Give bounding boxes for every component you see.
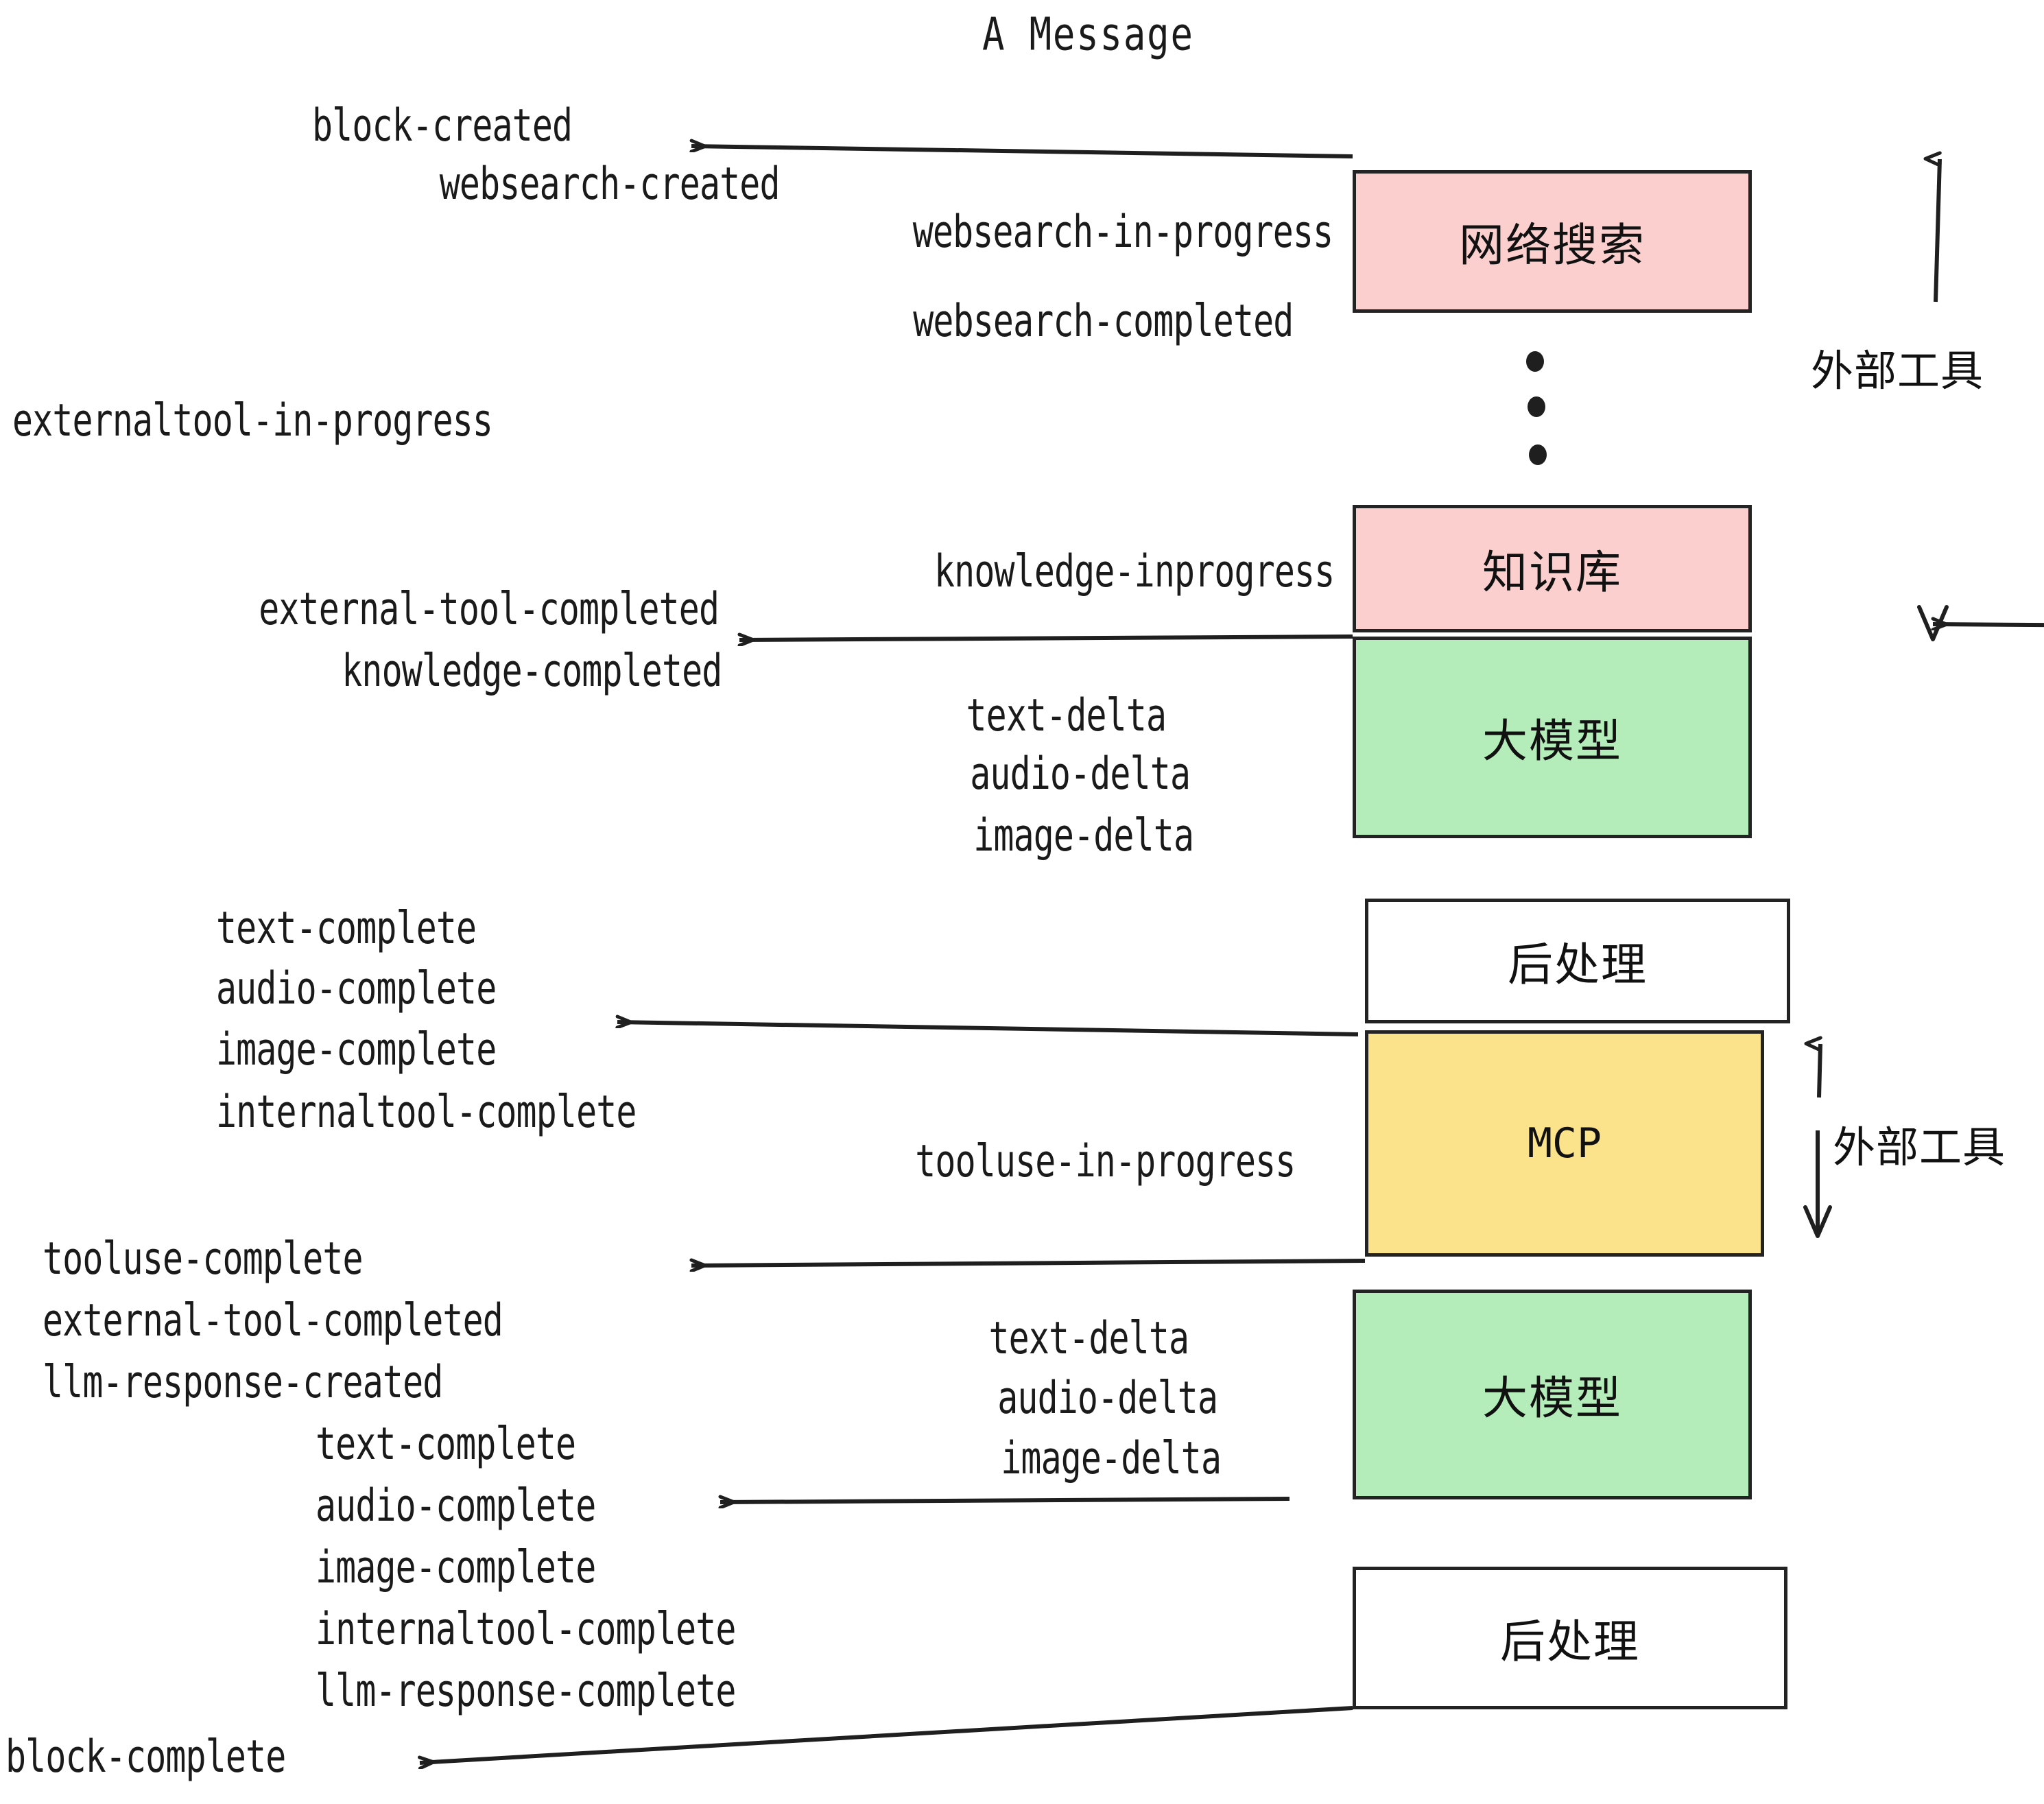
event-label-knowledge-inprogress: knowledge-inprogress <box>934 545 1335 597</box>
node-label: 大模型 <box>1482 1372 1622 1425</box>
node-llm-2: 大模型 <box>1353 1290 1752 1499</box>
event-label-text-delta-1: text-delta <box>966 689 1167 741</box>
event-label-audio-delta-1: audio-delta <box>970 747 1191 800</box>
event-label-websearch-created: websearch-created <box>440 157 781 210</box>
node-label: 后处理 <box>1508 938 1648 991</box>
side-label-external-tools-bottom: 外部工具 <box>1833 1122 2006 1172</box>
node-websearch: 网络搜索 <box>1353 170 1752 313</box>
arrow-websearch-to-block-created <box>691 146 1353 158</box>
node-postprocess-2: 后处理 <box>1353 1567 1787 1709</box>
event-label-knowledge-completed: knowledge-completed <box>341 644 722 697</box>
event-label-audio-complete-1: audio-complete <box>216 962 497 1014</box>
event-label-text-complete-2: text-complete <box>316 1417 576 1470</box>
event-label-block-created: block-created <box>312 99 573 152</box>
event-label-llm-response-complete: llm-response-complete <box>316 1664 736 1717</box>
event-label-internaltool-complete-2: internaltool-complete <box>316 1602 736 1655</box>
arrow-knowledge-to-knowledge-completed <box>739 637 1353 640</box>
event-label-tooluse-complete: tooluse-complete <box>43 1232 364 1285</box>
event-label-image-complete-1: image-complete <box>216 1023 497 1076</box>
page-title: A Message <box>982 8 1194 61</box>
node-mcp: MCP <box>1365 1030 1764 1257</box>
event-label-audio-complete-2: audio-complete <box>316 1479 596 1532</box>
event-label-text-complete-1: text-complete <box>216 901 477 954</box>
ellipsis-dot <box>1526 351 1544 372</box>
event-label-block-complete: block-complete <box>5 1730 286 1783</box>
node-postprocess-1: 后处理 <box>1365 899 1790 1023</box>
event-label-internaltool-complete-1: internaltool-complete <box>216 1085 637 1138</box>
event-label-external-tool-completed-2: external-tool-completed <box>43 1294 503 1346</box>
event-label-external-tool-completed-1: external-tool-completed <box>259 582 720 635</box>
node-label: MCP <box>1527 1119 1602 1167</box>
event-label-audio-delta-2: audio-delta <box>997 1371 1218 1424</box>
external-tools-top-double-arrow <box>1917 159 2044 641</box>
node-label: 知识库 <box>1482 546 1622 599</box>
node-llm-1: 大模型 <box>1353 637 1752 838</box>
external-tools-bottom-double-arrow <box>1803 1044 1832 1238</box>
node-label: 后处理 <box>1500 1615 1640 1668</box>
event-label-text-delta-2: text-delta <box>988 1312 1189 1364</box>
event-label-image-delta-2: image-delta <box>1001 1432 1222 1484</box>
event-label-llm-response-created: llm-response-created <box>43 1355 443 1408</box>
node-label: 大模型 <box>1482 715 1622 768</box>
event-label-websearch-in-progress: websearch-in-progress <box>912 205 1333 258</box>
node-knowledge: 知识库 <box>1353 505 1752 632</box>
event-label-websearch-completed: websearch-completed <box>912 294 1294 347</box>
event-label-tooluse-in-progress: tooluse-in-progress <box>914 1135 1296 1187</box>
node-label: 网络搜索 <box>1459 219 1645 272</box>
arrow-mcp-to-tooluse-complete <box>691 1261 1366 1266</box>
ellipsis-dot <box>1528 396 1545 417</box>
event-label-image-delta-1: image-delta <box>973 809 1194 862</box>
event-label-externaltool-in-progress: externaltool-in-progress <box>12 394 493 447</box>
arrow-llm1-to-image-complete <box>617 1022 1359 1036</box>
arrow-llm2-to-audio-complete <box>720 1499 1290 1502</box>
side-label-external-tools-top: 外部工具 <box>1811 346 1984 396</box>
ellipsis-dot <box>1529 444 1547 465</box>
event-label-image-complete-2: image-complete <box>316 1541 596 1593</box>
